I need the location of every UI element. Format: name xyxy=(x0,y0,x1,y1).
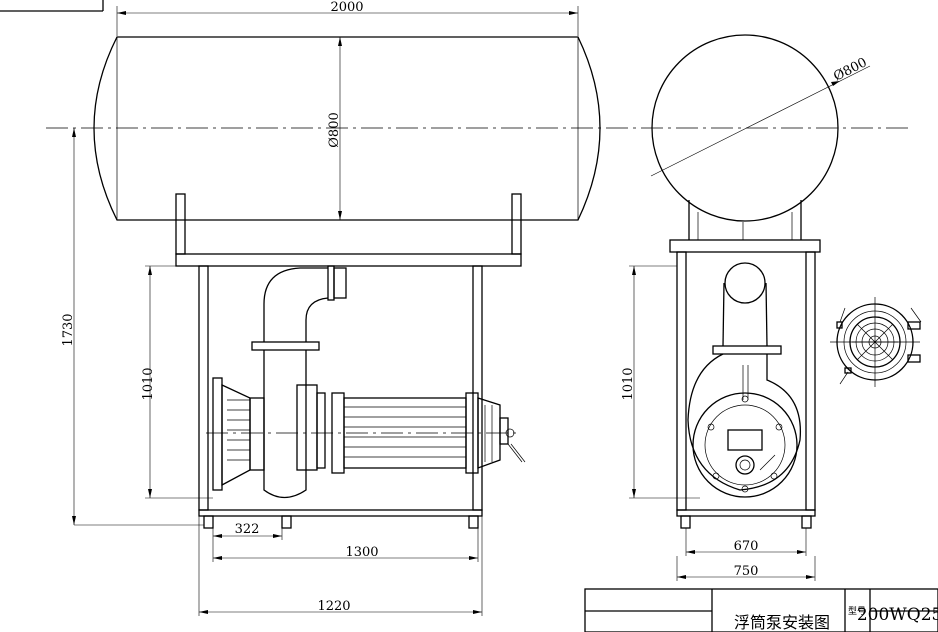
dim-diameter-side-label: Ø800 xyxy=(327,112,342,147)
end-view: Ø800 xyxy=(621,34,871,581)
dim-1300-label: 1300 xyxy=(345,545,378,560)
tank-lugs xyxy=(175,193,522,255)
dim-1010-side-label: 1010 xyxy=(141,367,156,400)
float-tank-end xyxy=(651,34,839,222)
dim-670-label: 670 xyxy=(734,539,759,554)
dim-1010-end-label: 1010 xyxy=(621,367,636,400)
pump-frame-end xyxy=(669,239,821,529)
side-view: 2000 Ø800 xyxy=(61,0,601,616)
dim-tank-diameter-side: Ø800 xyxy=(327,37,342,220)
pump-front xyxy=(687,262,802,498)
dim-322-label: 322 xyxy=(235,522,260,537)
title-block: 浮筒泵安装图 型号 200WQ250 xyxy=(584,588,938,632)
drawing-title: 浮筒泵安装图 xyxy=(734,613,830,632)
dim-frame-height-end: 1010 xyxy=(621,265,700,499)
dim-total-height: 1730 xyxy=(61,128,204,526)
dim-end-width-outer: 750 xyxy=(676,556,816,581)
dim-diameter-end-label: Ø800 xyxy=(831,55,869,84)
dim-750-label: 750 xyxy=(734,564,759,579)
corner-box xyxy=(0,0,104,12)
dim-frame-length-inner: 1300 xyxy=(212,528,479,562)
dim-1220-label: 1220 xyxy=(317,599,350,614)
float-tank-side xyxy=(93,36,601,221)
discharge-elbow xyxy=(251,265,347,351)
pump-frame-side xyxy=(175,253,522,529)
tank-saddle xyxy=(688,200,802,240)
pump-volute-side xyxy=(263,350,326,499)
dim-2000-label: 2000 xyxy=(330,0,363,15)
dim-tank-length: 2000 xyxy=(116,0,579,36)
dim-frame-height-side: 1010 xyxy=(141,265,213,499)
dim-1730-label: 1730 xyxy=(61,313,76,346)
pump-inlet xyxy=(212,377,265,491)
model-label: 型号 xyxy=(848,606,866,617)
dim-frame-length-outer: 1220 xyxy=(198,516,483,616)
dim-end-width-inner: 670 xyxy=(685,528,807,556)
dim-base-offset: 322 xyxy=(212,522,283,540)
flange-detail xyxy=(830,297,922,387)
model-value: 200WQ250 xyxy=(857,605,938,625)
